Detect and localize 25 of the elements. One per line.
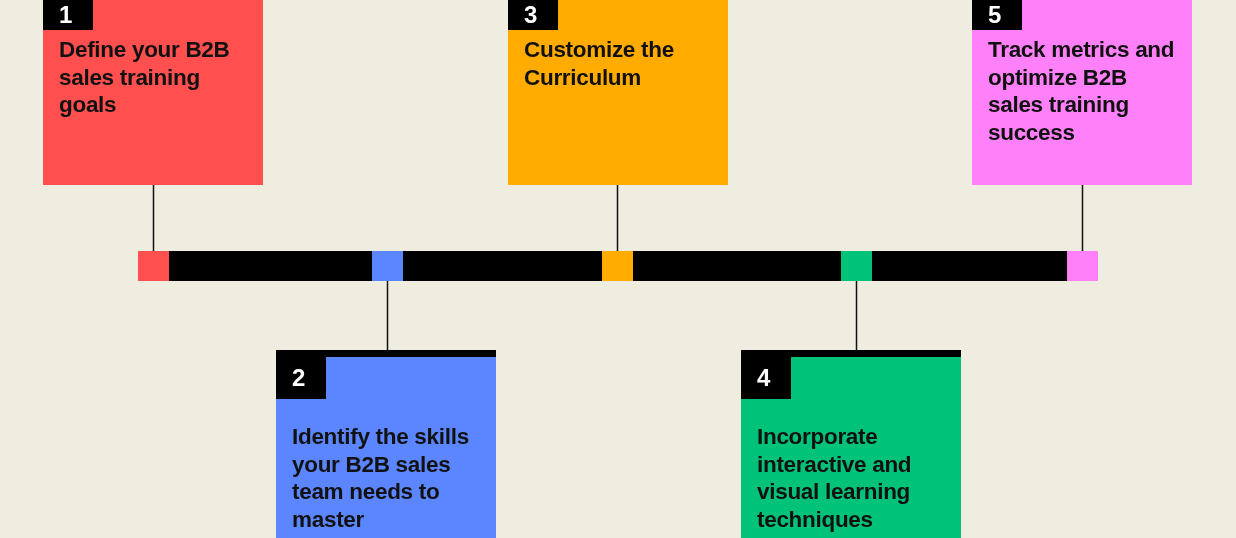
timeline-marker [841,251,872,281]
step-card [43,0,263,185]
connector-line [386,280,389,351]
step-description: Define your B2B sales training goals [59,36,231,119]
connector-line [616,184,619,252]
step-card [741,350,961,538]
step-number: 4 [741,357,791,399]
connector-line [855,280,858,351]
connector-line [1081,184,1084,252]
step-description: Track metrics and optimize B2B sales training success [988,36,1176,146]
step-number: 3 [508,0,558,30]
step-card [276,350,496,538]
step-number: 1 [43,0,93,30]
step-card [508,0,728,185]
timeline-marker [138,251,169,281]
step-number: 5 [972,0,1022,30]
timeline-marker [1067,251,1098,281]
connector-line [152,184,155,252]
step-description: Customize the Curriculum [524,36,675,91]
timeline-marker [602,251,633,281]
step-description: Identify the skills your B2B sales team needs to master [292,423,470,533]
step-number: 2 [276,357,326,399]
step-card [972,0,1192,185]
timeline-marker [372,251,403,281]
step-description: Incorporate interactive and visual learning techniques [757,423,913,533]
